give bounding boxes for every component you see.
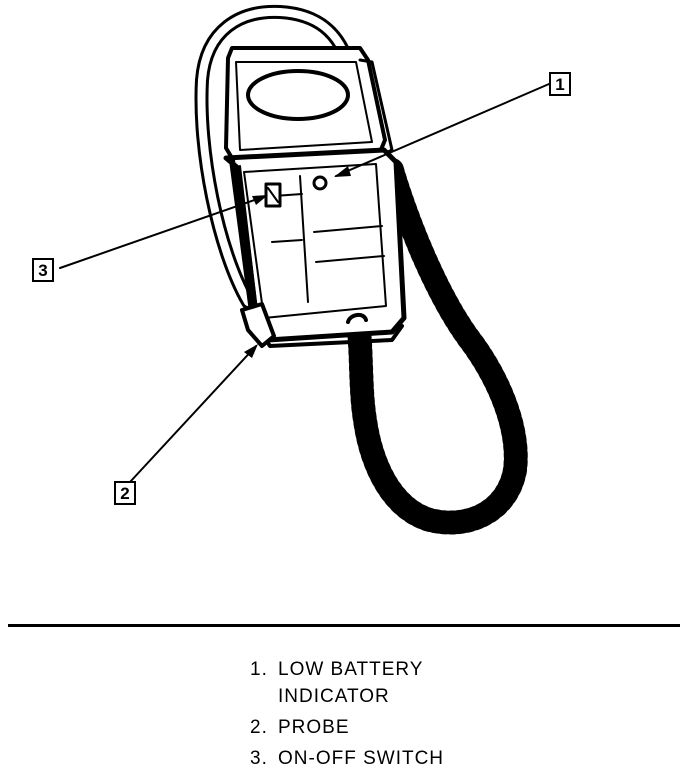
- arrowhead-1: [334, 166, 351, 177]
- low-battery-indicator: [312, 175, 328, 191]
- meter-display-window: [246, 69, 350, 121]
- legend-item-1-line-2: INDICATOR: [278, 686, 390, 707]
- leader-line-3: [59, 195, 267, 269]
- arrowhead-2: [244, 344, 258, 358]
- divider-line: [8, 624, 680, 627]
- legend-item-2: 2.PROBE: [250, 717, 350, 738]
- legend-item-1-line-1: LOW BATTERY: [278, 659, 424, 680]
- legend-item-3-text: ON-OFF SWITCH: [278, 748, 445, 769]
- callout-2: 2: [114, 481, 136, 505]
- legend-item-1-continued: INDICATOR: [250, 687, 390, 706]
- tester-illustration: [59, 4, 550, 535]
- callout-1: 1: [549, 72, 571, 96]
- leader-line-2: [129, 345, 257, 483]
- legend-item-1: 1.LOW BATTERY: [250, 659, 424, 680]
- legend-item-2-text: PROBE: [278, 717, 350, 738]
- probe: [240, 302, 276, 348]
- legend-item-3: 3.ON-OFF SWITCH: [250, 748, 445, 769]
- leader-line-1: [335, 83, 550, 177]
- arrowhead-3: [252, 195, 268, 205]
- callout-3: 3: [32, 258, 54, 282]
